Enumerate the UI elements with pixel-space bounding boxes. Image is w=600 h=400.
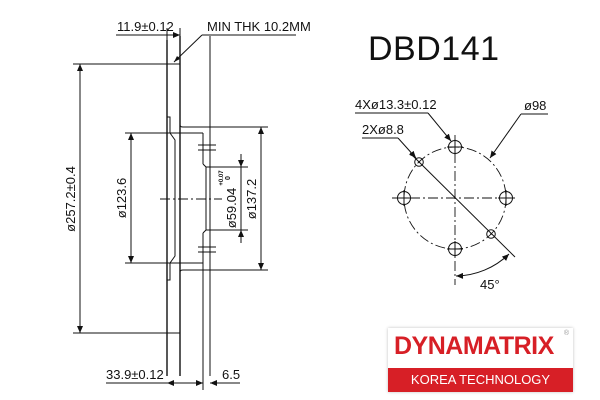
bolt-hole-left <box>396 190 412 206</box>
disc-thickness-dimension: 11.9±0.12 <box>116 19 181 40</box>
hat-outer-diameter-dimension: ø137.2 <box>210 126 268 271</box>
center-bore-tol-lower: 0 <box>225 176 232 180</box>
center-bore-dimension: ø59.04 +0.07 0 <box>206 154 248 243</box>
bolt-circle-label: ø98 <box>524 98 546 113</box>
logo-tagline: KOREA TECHNOLOGY <box>388 368 573 392</box>
bolt-holes-callout: 4Xø13.3±0.12 <box>355 97 452 142</box>
disc-side-view <box>160 36 222 376</box>
dynamatrix-logo: DYNAMATRIX ® KOREA TECHNOLOGY <box>388 328 573 392</box>
hat-inner-diameter-dimension: ø123.6 <box>114 132 175 264</box>
registered-mark-icon: ® <box>563 330 569 337</box>
center-bore-label: ø59.04 <box>224 188 239 228</box>
bolt-hole-bottom <box>447 241 463 257</box>
bolt-hole-top <box>447 139 463 155</box>
overall-height-dimension: 33.9±0.12 <box>106 263 204 390</box>
part-number-title: DBD141 <box>368 30 500 68</box>
aux-holes-callout: 2Xø8.8 <box>362 122 417 159</box>
center-bore-tol-upper: +0.07 <box>219 170 225 186</box>
outer-diameter-label: ø257.2±0.4 <box>63 166 78 232</box>
bolt-holes-label: 4Xø13.3±0.12 <box>355 97 437 112</box>
bolt-pattern-view: 45° <box>392 135 518 292</box>
aux-holes-label: 2Xø8.8 <box>362 122 404 137</box>
overall-height-label: 33.9±0.12 <box>106 367 164 382</box>
aux-hole-lower-right <box>486 229 496 239</box>
outer-diameter-dimension: ø257.2±0.4 <box>63 63 180 334</box>
hat-inner-diameter-label: ø123.6 <box>114 178 129 218</box>
hub-thickness-label: 6.5 <box>222 367 240 382</box>
bolt-circle-callout: ø98 <box>489 98 548 159</box>
angle-label: 45° <box>480 277 500 292</box>
hat-outer-diameter-label: ø137.2 <box>244 179 259 219</box>
disc-thickness-label: 11.9±0.12 <box>117 19 174 34</box>
bolt-hole-right <box>498 190 514 206</box>
min-thickness-note: MIN THK 10.2MM <box>173 19 311 63</box>
hub-thickness-dimension: 6.5 <box>210 367 240 386</box>
min-thickness-label: MIN THK 10.2MM <box>207 19 311 34</box>
logo-brand: DYNAMATRIX <box>394 332 554 360</box>
